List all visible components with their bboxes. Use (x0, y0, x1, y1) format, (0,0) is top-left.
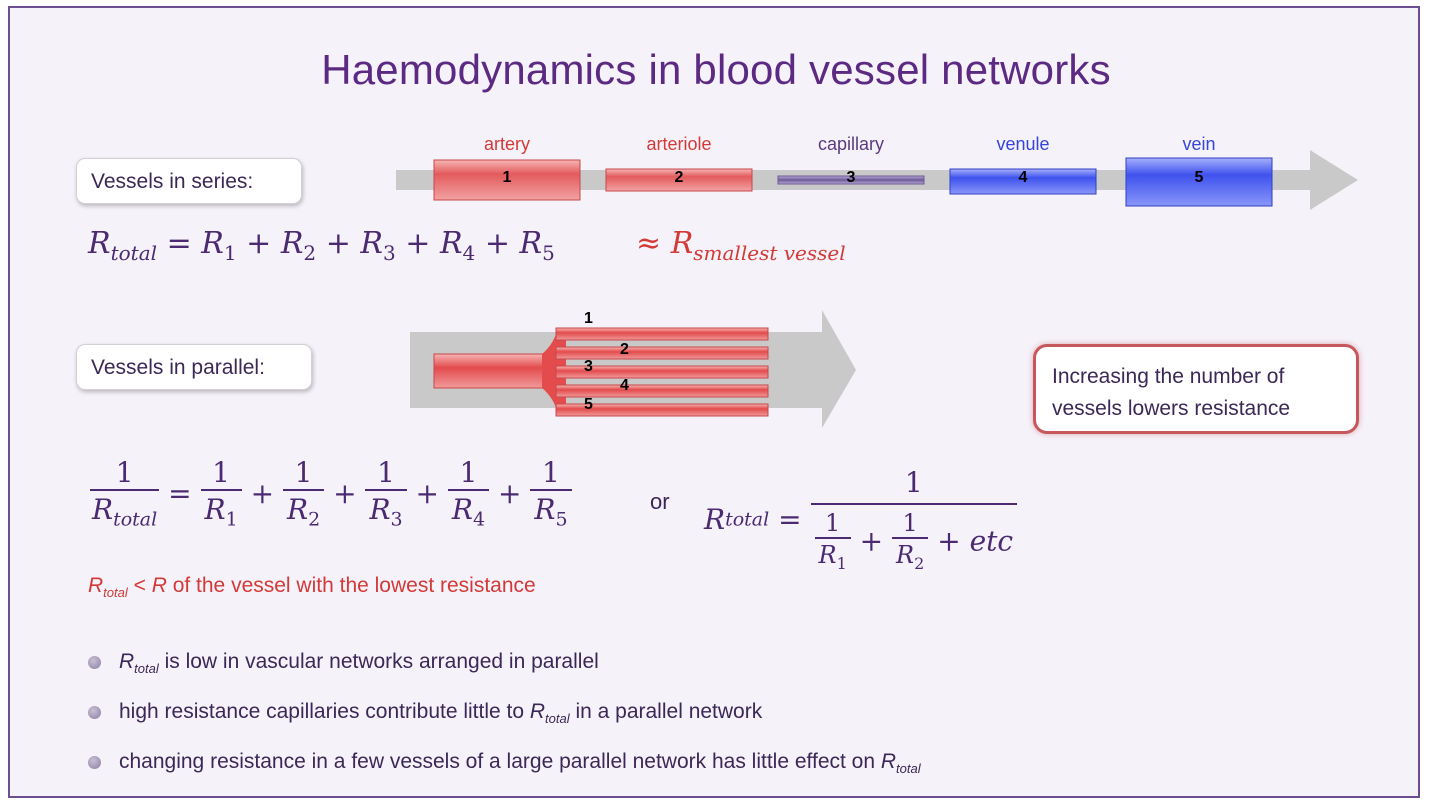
or-connector: or (650, 489, 670, 514)
branch-vessel-3 (555, 365, 769, 379)
series-resistance-equation: Rtotal = R1 + R2 + R3 + R4 + R5 (88, 226, 555, 265)
vessel-arteriole (605, 168, 753, 192)
fraction-r2: 1 R2 (282, 456, 325, 531)
branch-number-5: 5 (584, 396, 593, 413)
parallel-vessel-diagram (410, 310, 856, 428)
total-resistance-equation: Rtotal = 1 1 R1 + 1 R2 + etc (704, 466, 1018, 573)
vessel-vein (1125, 157, 1273, 207)
bullet-item-2: high resistance capillaries contribute l… (88, 700, 762, 726)
fraction-total: 1 Rtotal (90, 456, 160, 531)
vessel-venule (949, 168, 1097, 195)
vessels-in-series-label: Vessels in series: (76, 158, 302, 204)
bullet-dot-icon (88, 655, 101, 669)
vessel-name-venule: venule (996, 134, 1050, 154)
fraction-r3: 1 R3 (365, 456, 407, 531)
bullet-dot-icon (88, 755, 101, 769)
series-vessel-diagram (396, 150, 1358, 210)
branch-vessel-5 (555, 403, 769, 417)
branch-number-2: 2 (620, 341, 629, 358)
bullet-item-1: Rtotal is low in vascular networks arran… (88, 650, 599, 676)
vessel-artery (433, 159, 581, 201)
vessel-name-artery: artery (483, 134, 530, 154)
vessel-number-5: 5 (1194, 169, 1204, 186)
fraction-inner-r1: 1 R1 (814, 509, 851, 573)
branch-vessel-4 (555, 384, 769, 398)
branch-number-1: 1 (584, 310, 593, 327)
bullet-item-3: changing resistance in a few vessels of … (88, 750, 921, 776)
vessel-name-capillary: capillary (817, 134, 885, 154)
vessel-capillary (777, 175, 925, 185)
vessel-number-2: 2 (674, 169, 684, 186)
fraction-r4: 1 R4 (447, 456, 490, 531)
bullet-dot-icon (88, 705, 101, 719)
parent-artery (433, 353, 545, 389)
vessel-number-1: 1 (502, 169, 512, 186)
vessels-in-parallel-label: Vessels in parallel: (76, 344, 312, 390)
vessel-name-arteriole: arteriole (646, 134, 712, 154)
fraction-r5: 1 R5 (530, 456, 572, 531)
vessel-number-4: 4 (1018, 169, 1028, 186)
branch-vessel-1 (555, 327, 769, 341)
resistance-note-box: Increasing the number of vessels lowers … (1033, 344, 1359, 434)
branch-number-4: 4 (620, 377, 629, 394)
parallel-condition-text: Rtotal < R of the vessel with the lowest… (88, 574, 536, 601)
slide: Haemodynamics in blood vessel networks V… (8, 6, 1420, 798)
vessel-name-vein: vein (1182, 134, 1216, 154)
slide-title: Haemodynamics in blood vessel networks (321, 46, 1111, 93)
fraction-inner-r2: 1 R2 (892, 509, 929, 573)
fraction-r1: 1 R1 (200, 456, 242, 531)
branch-number-3: 3 (584, 358, 593, 375)
branch-vessel-2 (555, 346, 769, 360)
vessel-number-3: 3 (846, 169, 856, 186)
approx-smallest-vessel: ≈ Rsmallest vessel (636, 226, 846, 265)
parallel-reciprocal-equation: 1 Rtotal = 1 R1 + 1 R2 + 1 R3 + 1 R4 + 1… (90, 456, 572, 531)
compound-fraction: 1 1 R1 + 1 R2 + etc (810, 466, 1018, 573)
